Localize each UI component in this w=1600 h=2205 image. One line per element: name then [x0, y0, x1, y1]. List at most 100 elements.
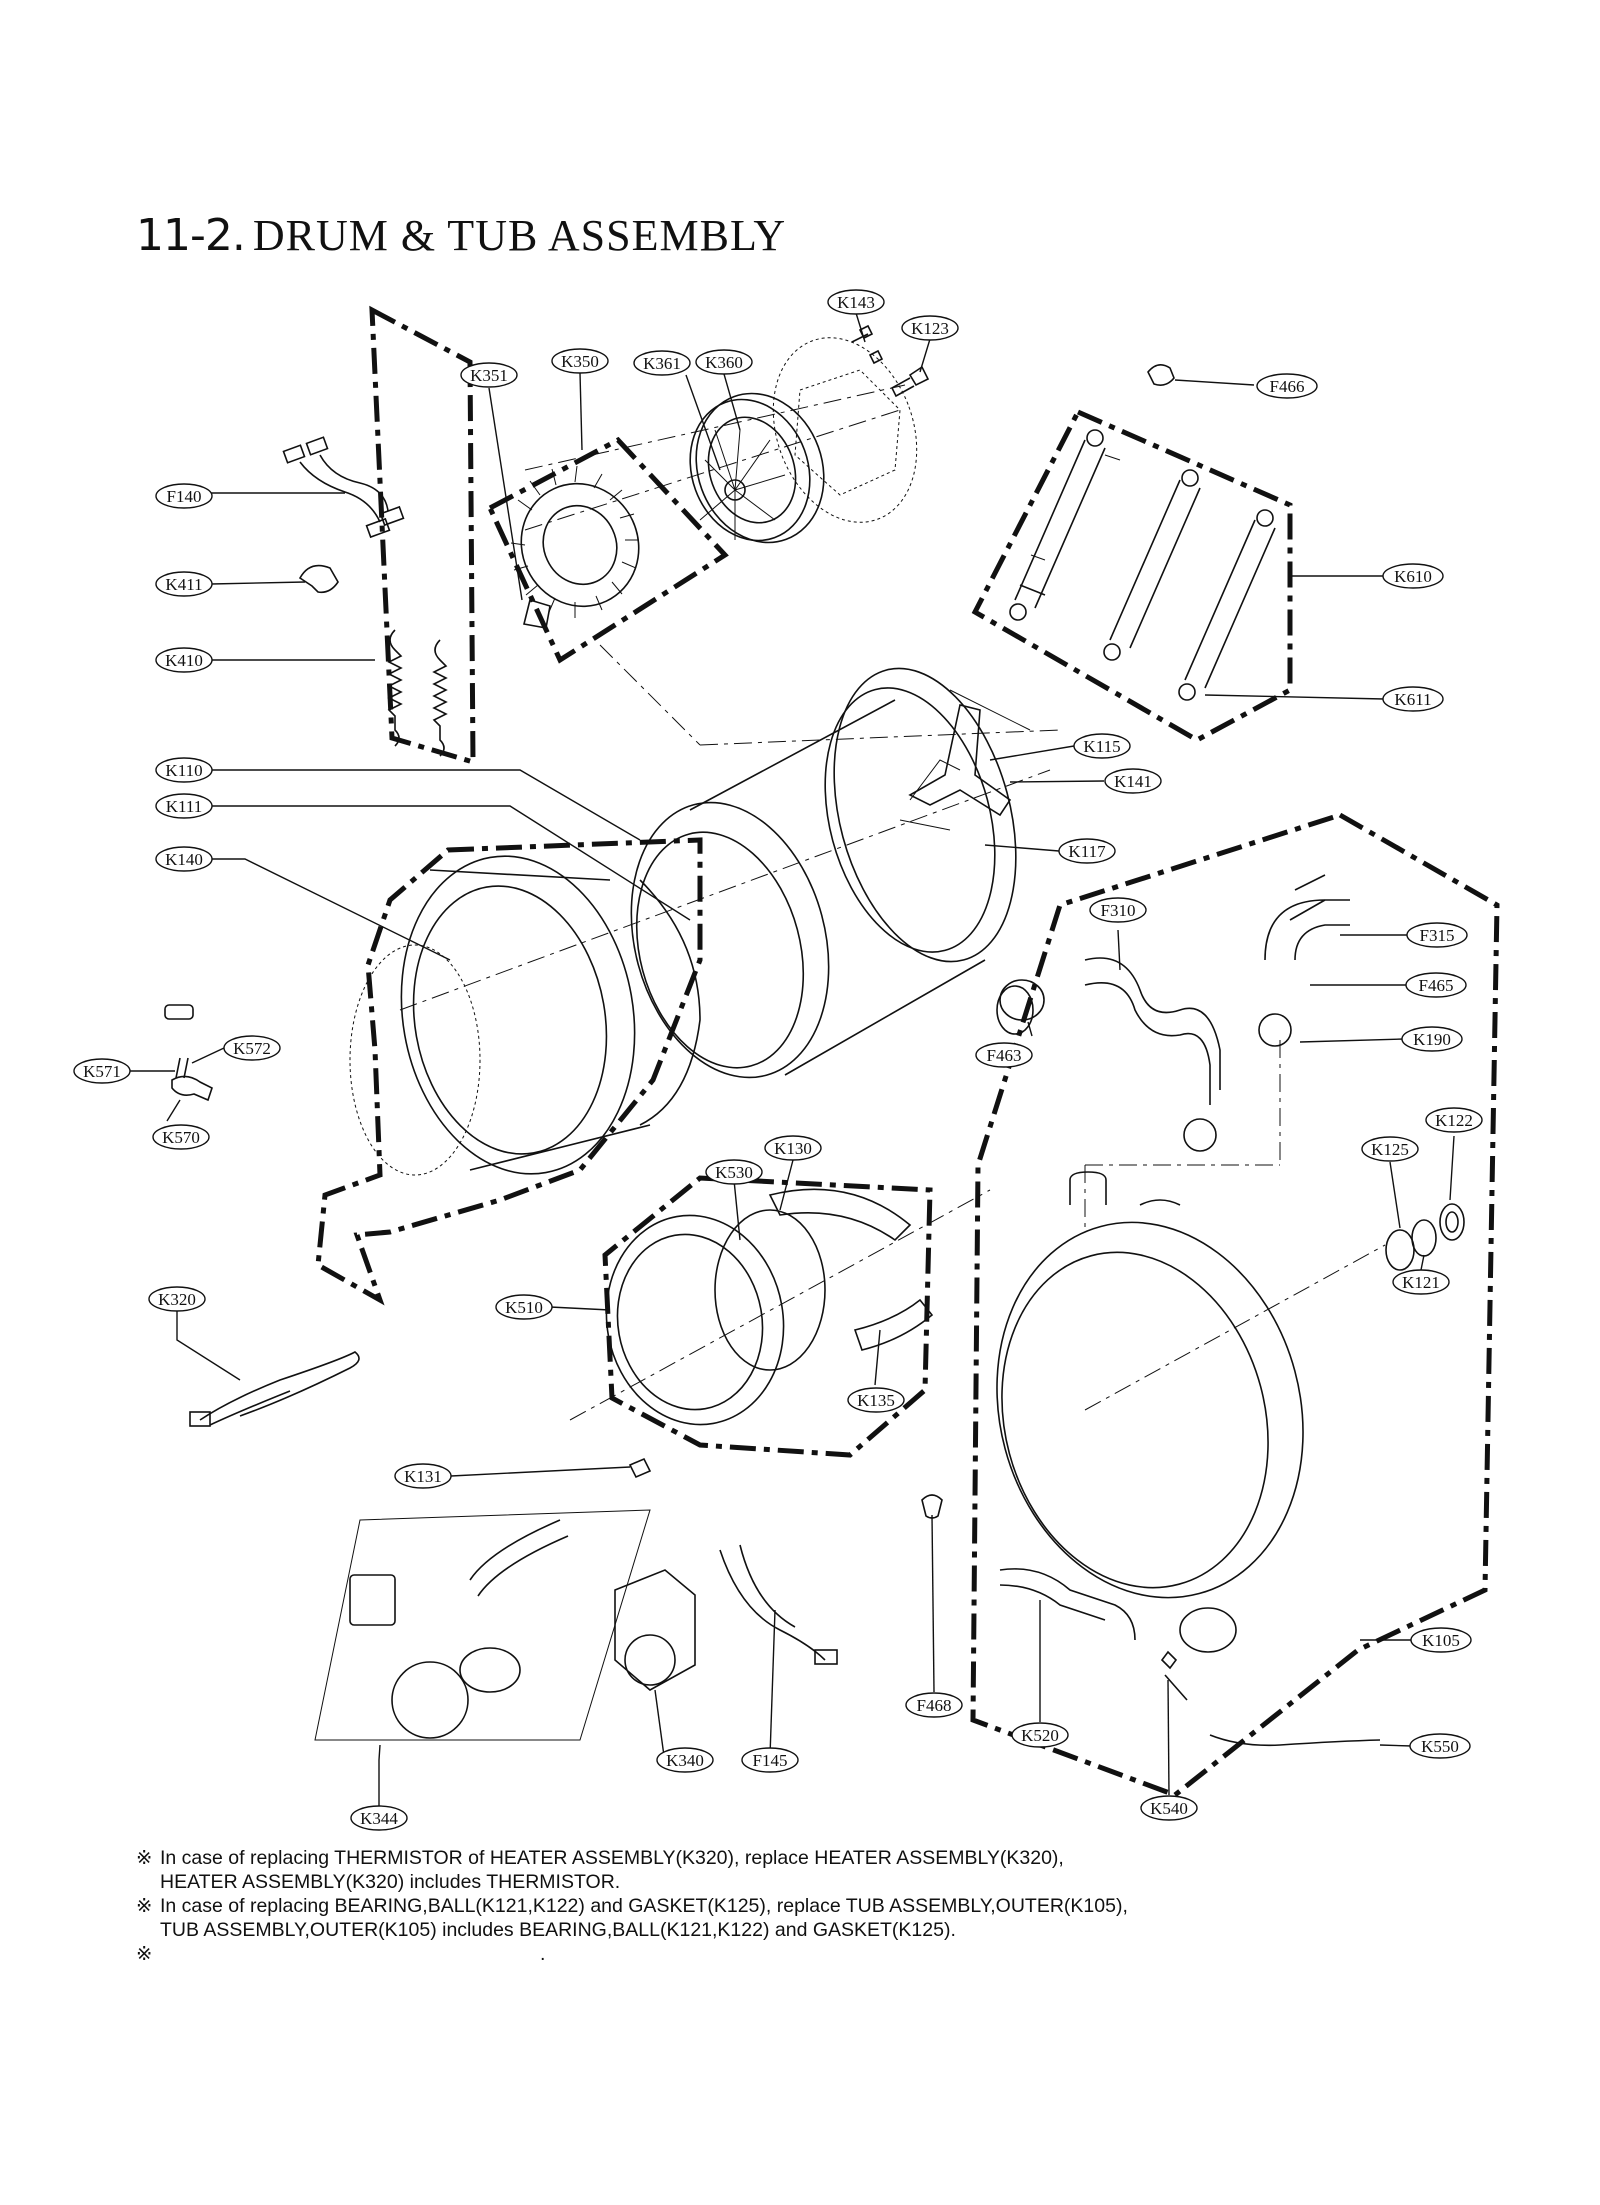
- label-f466: F466: [1256, 373, 1318, 399]
- group-outlines: [315, 305, 1500, 1798]
- label-text: K105: [1422, 1631, 1460, 1650]
- label-text: K510: [505, 1298, 543, 1317]
- label-text: K130: [774, 1139, 812, 1158]
- label-text: F468: [917, 1696, 952, 1715]
- note-1-line-1: In case of replacing THERMISTOR of HEATE…: [160, 1847, 1064, 1869]
- label-k131: K131: [394, 1463, 452, 1489]
- bolt-drawings: [851, 324, 1175, 398]
- page-title: 11-2. DRUM & TUB ASSEMBLY: [136, 210, 786, 261]
- label-text: K122: [1435, 1111, 1473, 1130]
- label-k140: K140: [155, 846, 213, 872]
- label-k530: K530: [705, 1159, 763, 1185]
- label-text: K360: [705, 353, 743, 372]
- label-text: K143: [837, 293, 875, 312]
- label-text: K350: [561, 352, 599, 371]
- label-k125: K125: [1361, 1136, 1419, 1162]
- label-k111: K111: [155, 793, 213, 819]
- label-k122: K122: [1425, 1107, 1483, 1133]
- label-text: K530: [715, 1163, 753, 1182]
- label-k610: K610: [1382, 563, 1444, 589]
- section-number: 11-2.: [136, 210, 246, 261]
- tub-rear-group-outline: [970, 812, 1500, 1798]
- label-k360: K360: [695, 349, 753, 375]
- label-text: K570: [162, 1128, 200, 1147]
- label-text: K123: [911, 319, 949, 338]
- shock-absorbers-drawing: [1009, 429, 1276, 701]
- label-k143: K143: [827, 289, 885, 315]
- bearings-drawing: [1385, 1203, 1465, 1271]
- parts-art: [164, 324, 1465, 1747]
- bolt-k131-drawing: [628, 1457, 652, 1479]
- note-2-line-1: In case of replacing BEARING,BALL(K121,K…: [160, 1895, 1128, 1917]
- label-k350: K350: [551, 348, 609, 374]
- label-k340: K340: [656, 1747, 714, 1773]
- label-text: K571: [83, 1062, 121, 1081]
- clip-k411-drawing: [298, 564, 339, 594]
- spider-drawing: [908, 704, 1012, 817]
- label-text: K540: [1150, 1799, 1188, 1818]
- label-k611: K611: [1382, 686, 1444, 712]
- label-text: K140: [165, 850, 203, 869]
- label-text: K550: [1421, 1737, 1459, 1756]
- label-k550: K550: [1409, 1733, 1471, 1759]
- label-k117: K117: [1058, 838, 1116, 864]
- label-text: K121: [1402, 1273, 1440, 1292]
- label-k520: K520: [1011, 1722, 1069, 1748]
- label-text: F465: [1419, 976, 1454, 995]
- label-k570: K570: [152, 1124, 210, 1150]
- label-f145: F145: [741, 1747, 799, 1773]
- bellows-group-outline: [602, 1175, 933, 1458]
- tub-front-drawing: [349, 855, 701, 1176]
- label-text: K340: [666, 1751, 704, 1770]
- label-text: K190: [1413, 1030, 1451, 1049]
- label-k351: K351: [460, 362, 518, 388]
- label-k510: K510: [495, 1294, 553, 1320]
- label-text: K572: [233, 1039, 271, 1058]
- label-text: F145: [753, 1751, 788, 1770]
- label-k141: K141: [1104, 768, 1162, 794]
- note-mark: ※: [136, 1943, 153, 1965]
- label-k130: K130: [764, 1135, 822, 1161]
- counterweight-drawing: [768, 1188, 934, 1351]
- wire-k550-drawing: [1209, 1734, 1381, 1747]
- label-text: K131: [404, 1467, 442, 1486]
- motor-group-outline: [486, 436, 729, 664]
- label-text: K610: [1394, 567, 1432, 586]
- label-f468: F468: [905, 1692, 963, 1718]
- stator-drawing: [510, 465, 640, 629]
- label-k361: K361: [633, 350, 691, 376]
- label-text: K520: [1021, 1726, 1059, 1745]
- label-text: F310: [1101, 901, 1136, 920]
- notes: ※ In case of replacing THERMISTOR of HEA…: [136, 1846, 1436, 1966]
- label-k135: K135: [847, 1387, 905, 1413]
- label-k571: K571: [73, 1058, 131, 1084]
- note-3: ※ .: [136, 1942, 1436, 1966]
- note-2: ※ In case of replacing BEARING,BALL(K121…: [136, 1894, 1436, 1942]
- label-text: F466: [1270, 377, 1305, 396]
- label-k572: K572: [223, 1035, 281, 1061]
- label-text: K141: [1114, 772, 1152, 791]
- label-text: F315: [1420, 926, 1455, 945]
- bellows-drawing: [605, 1209, 826, 1426]
- harness-f140-drawing: [282, 436, 405, 539]
- label-text: K135: [857, 1391, 895, 1410]
- part-labels: K143 K123 K351 K350 K361 K360 F466 F140 …: [73, 289, 1483, 1831]
- label-k121: K121: [1392, 1269, 1450, 1295]
- hub-and-harness-drawing: [614, 1544, 838, 1691]
- label-k410: K410: [155, 647, 213, 673]
- pump-drawing: [314, 1509, 651, 1741]
- label-k540: K540: [1140, 1795, 1198, 1821]
- springs-drawing: [387, 629, 448, 757]
- drum-drawing: [630, 667, 1031, 1079]
- rotor-drawing: [689, 337, 918, 544]
- note-1-line-2: HEATER ASSEMBLY(K320) includes THERMISTO…: [160, 1871, 621, 1893]
- label-text: K320: [158, 1290, 196, 1309]
- label-text: K344: [360, 1809, 398, 1828]
- label-text: K410: [165, 651, 203, 670]
- label-f465: F465: [1405, 972, 1467, 998]
- label-text: K115: [1083, 737, 1120, 756]
- label-text: K111: [166, 797, 203, 816]
- label-text: K117: [1068, 842, 1106, 861]
- label-f315: F315: [1406, 922, 1468, 948]
